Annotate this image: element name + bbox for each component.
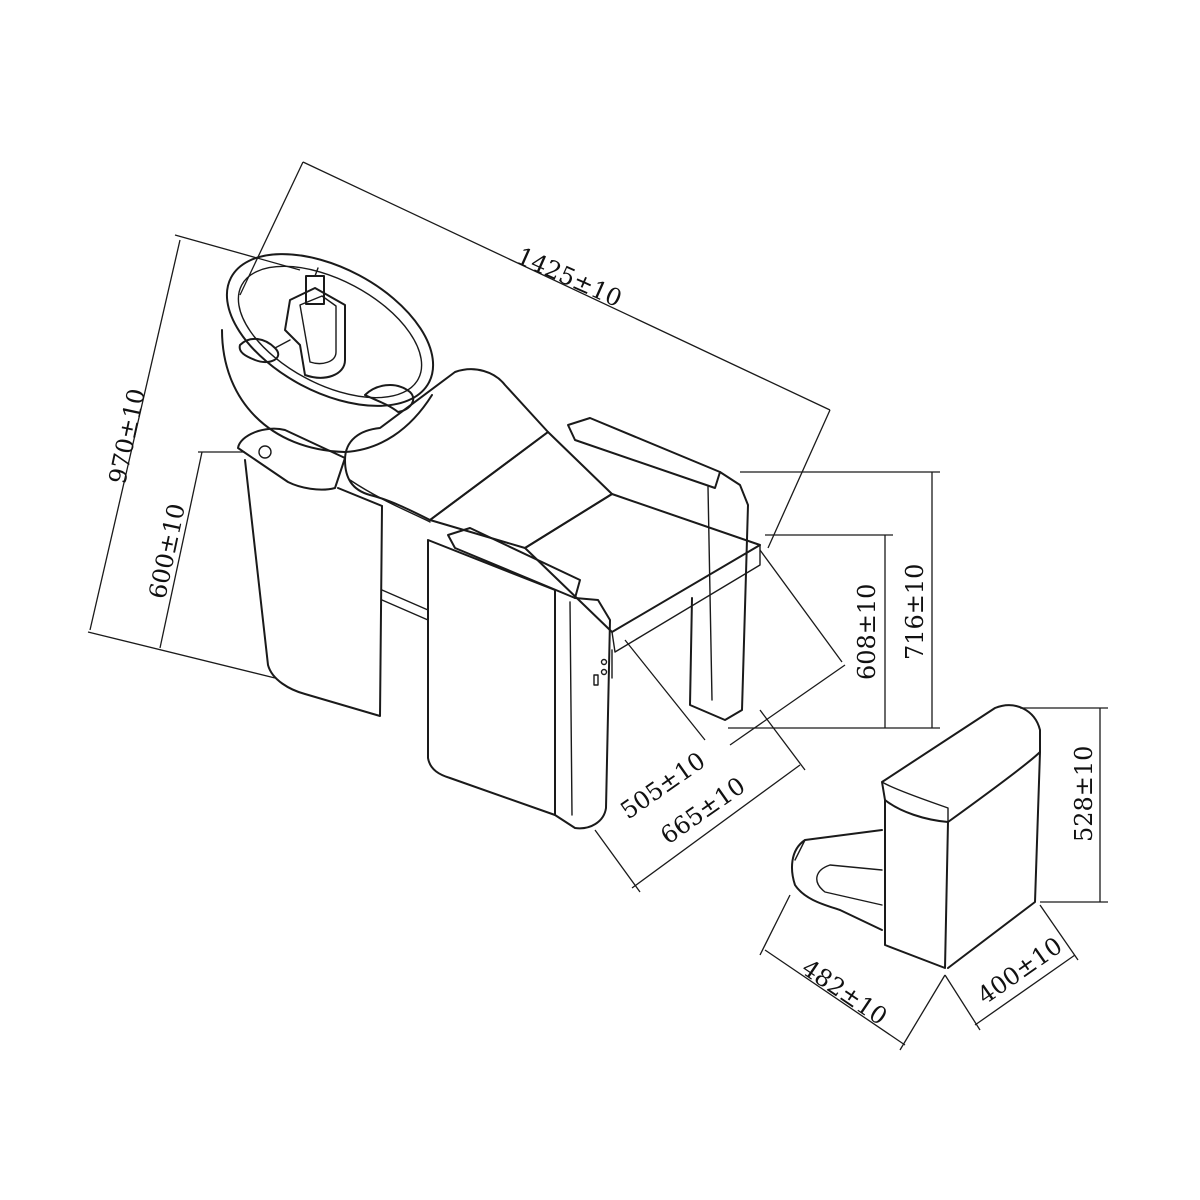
label-overall-length: 1425±10 bbox=[513, 242, 626, 313]
label-armrest-height: 716±10 bbox=[901, 564, 929, 660]
dimension-labels: 1425±10 970±10 600±10 716±10 608±10 505±… bbox=[103, 242, 1098, 1031]
dimension-lines bbox=[87, 161, 1108, 1051]
footstool bbox=[791, 704, 1041, 969]
shampoo-bowl bbox=[221, 253, 435, 717]
label-seat-height: 608±10 bbox=[853, 584, 881, 680]
label-stool-length: 482±10 bbox=[797, 954, 893, 1031]
label-overall-height: 970±10 bbox=[103, 386, 150, 486]
label-stool-height: 528±10 bbox=[1070, 746, 1098, 842]
label-bowl-height: 600±10 bbox=[143, 501, 190, 601]
chair bbox=[344, 368, 761, 830]
